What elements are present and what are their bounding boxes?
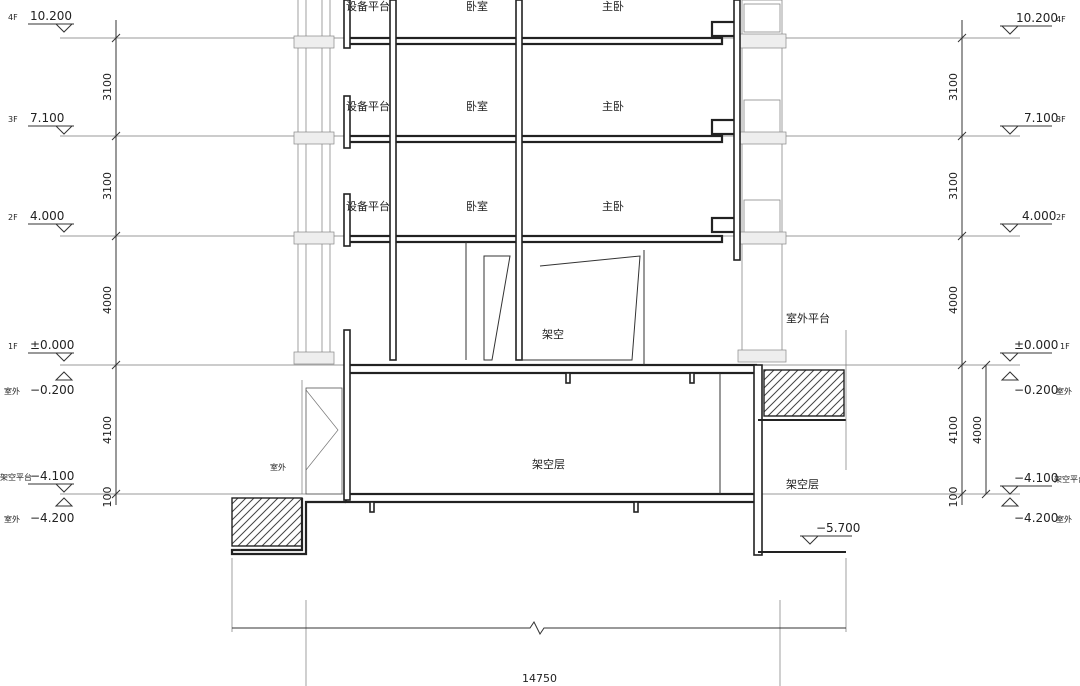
level-floor-label: 3F [8, 115, 18, 124]
room-label: 卧室 [466, 0, 488, 13]
dim-text: 100 [101, 487, 114, 508]
room-label: 主卧 [602, 100, 624, 113]
level-floor-label: 3F [1056, 115, 1066, 124]
level-floor-label: 2F [1056, 213, 1066, 222]
dim-text: 3100 [101, 73, 114, 101]
level-value: 10.200 [1016, 11, 1058, 25]
level-floor-label: 室外 [1056, 514, 1072, 524]
right-dimension-chain: 3100 3100 4000 4100 100 4000 [947, 20, 991, 508]
level-floor-label: 室外 [4, 514, 20, 524]
bottom-dimension: 14750 [231, 330, 847, 686]
level-floor-label: 1F [8, 342, 18, 351]
dim-text: 4000 [971, 416, 984, 444]
left-level-markers: 4F 10.200 3F 7.100 2F 4.000 1F ±0.000 室外… [0, 9, 74, 525]
level-value: −0.200 [1014, 383, 1058, 397]
level-value: ±0.000 [1014, 338, 1058, 352]
level-floor-label: 室外 [1056, 386, 1072, 396]
room-label: 架空 [542, 327, 564, 341]
level-value: 7.100 [30, 111, 64, 125]
overall-dimension: 14750 [522, 672, 557, 685]
room-label: 室外 [270, 462, 286, 472]
level-value: −4.200 [1014, 511, 1058, 525]
level-floor-label: 架空平台 [0, 472, 32, 482]
level-floor-label: 2F [8, 213, 18, 222]
room-label: 室外平台 [786, 311, 830, 325]
room-label: 设备平台 [346, 199, 390, 213]
level-value: −4.200 [30, 511, 74, 525]
level-floor-label: 4F [1056, 15, 1066, 24]
dim-text: 4000 [101, 286, 114, 314]
dim-text: 3100 [947, 73, 960, 101]
dim-text: 4100 [101, 416, 114, 444]
dim-text: 4000 [947, 286, 960, 314]
earth-hatch [230, 369, 846, 556]
level-value: ±0.000 [30, 338, 74, 352]
room-label: 主卧 [602, 0, 624, 13]
level-floor-label: 4F [8, 13, 18, 22]
room-label: 架空层 [786, 477, 819, 491]
level-value: 4.000 [30, 209, 64, 223]
room-label: 主卧 [602, 200, 624, 213]
level-value: 10.200 [30, 9, 72, 23]
room-labels: 设备平台 卧室 主卧 设备平台 卧室 主卧 设备平台 卧室 主卧 架空 室外平台… [270, 0, 830, 491]
level-value: −0.200 [30, 383, 74, 397]
level-value: 7.100 [1024, 111, 1058, 125]
level-marker-basement: −5.700 [800, 521, 860, 545]
dim-text: 3100 [947, 172, 960, 200]
level-floor-label: 1F [1060, 342, 1070, 351]
level-floor-label: 室外 [4, 386, 20, 396]
level-value: −4.100 [1014, 471, 1058, 485]
left-facade [293, 0, 343, 495]
dim-text: 3100 [101, 172, 114, 200]
left-dimension-chain: 3100 3100 4000 4100 100 [101, 20, 121, 508]
level-value: −4.100 [30, 469, 74, 483]
room-label: 设备平台 [346, 0, 390, 13]
level-value: −5.700 [816, 521, 860, 535]
room-label: 卧室 [466, 99, 488, 113]
level-floor-label: 架空平台 [1054, 474, 1080, 484]
right-level-markers: 10.200 4F 7.100 3F 4.000 2F ±0.000 1F −0… [1000, 11, 1080, 525]
dim-text: 4100 [947, 416, 960, 444]
dim-text: 100 [947, 487, 960, 508]
room-label: 卧室 [466, 199, 488, 213]
right-facade [737, 0, 787, 363]
walls [343, 0, 763, 556]
floor-slabs [344, 20, 760, 504]
room-label: 设备平台 [346, 99, 390, 113]
level-value: 4.000 [1022, 209, 1056, 223]
room-label: 架空层 [532, 457, 565, 471]
